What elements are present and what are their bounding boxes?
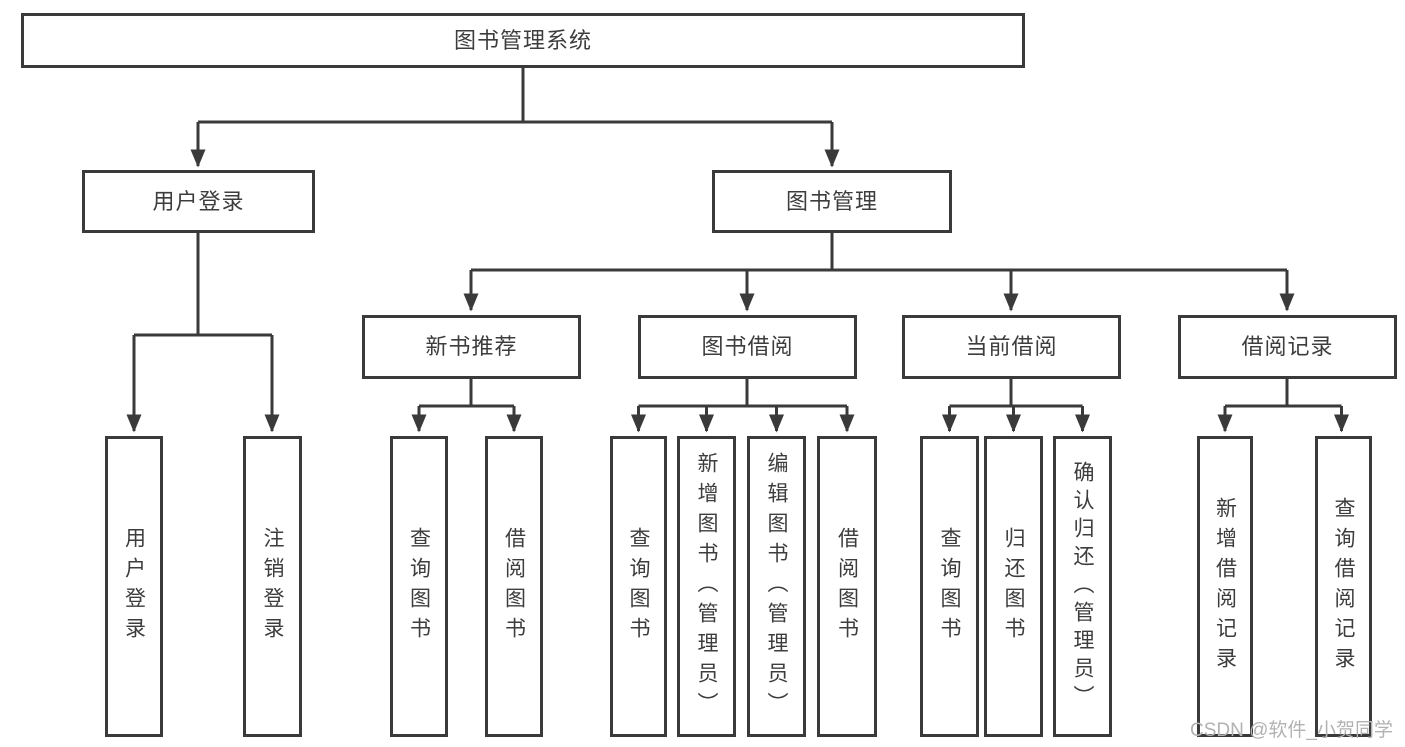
node-user-login: 用户登录 [82,170,315,233]
leaf-borrow-books-borrowing: 借阅图书 [817,436,877,737]
node-book-management: 图书管理 [712,170,952,233]
leaf-query-books-current: 查询图书 [920,436,979,737]
leaf-add-borrow-record: 新增借阅记录 [1197,436,1253,737]
leaf-confirm-return-admin: 确认归还（管理员） [1053,436,1112,737]
node-book-borrowing: 图书借阅 [638,315,857,379]
leaf-query-borrow-record: 查询借阅记录 [1315,436,1372,737]
leaf-borrow-books-recommend: 借阅图书 [485,436,543,737]
leaf-return-books: 归还图书 [984,436,1043,737]
node-root-system: 图书管理系统 [21,13,1025,68]
node-new-book-recommend: 新书推荐 [362,315,581,379]
leaf-logout-login: 注销登录 [243,436,302,737]
leaf-edit-books-admin: 编辑图书（管理员） [747,436,806,737]
node-current-borrowing: 当前借阅 [902,315,1121,379]
leaf-add-books-admin: 新增图书（管理员） [677,436,736,737]
leaf-query-books-borrowing: 查询图书 [610,436,667,737]
csdn-watermark: CSDN @软件_小贺同学 [1190,720,1393,741]
leaf-query-books-recommend: 查询图书 [390,436,448,737]
leaf-user-login: 用户登录 [105,436,163,737]
node-borrowing-records: 借阅记录 [1178,315,1397,379]
